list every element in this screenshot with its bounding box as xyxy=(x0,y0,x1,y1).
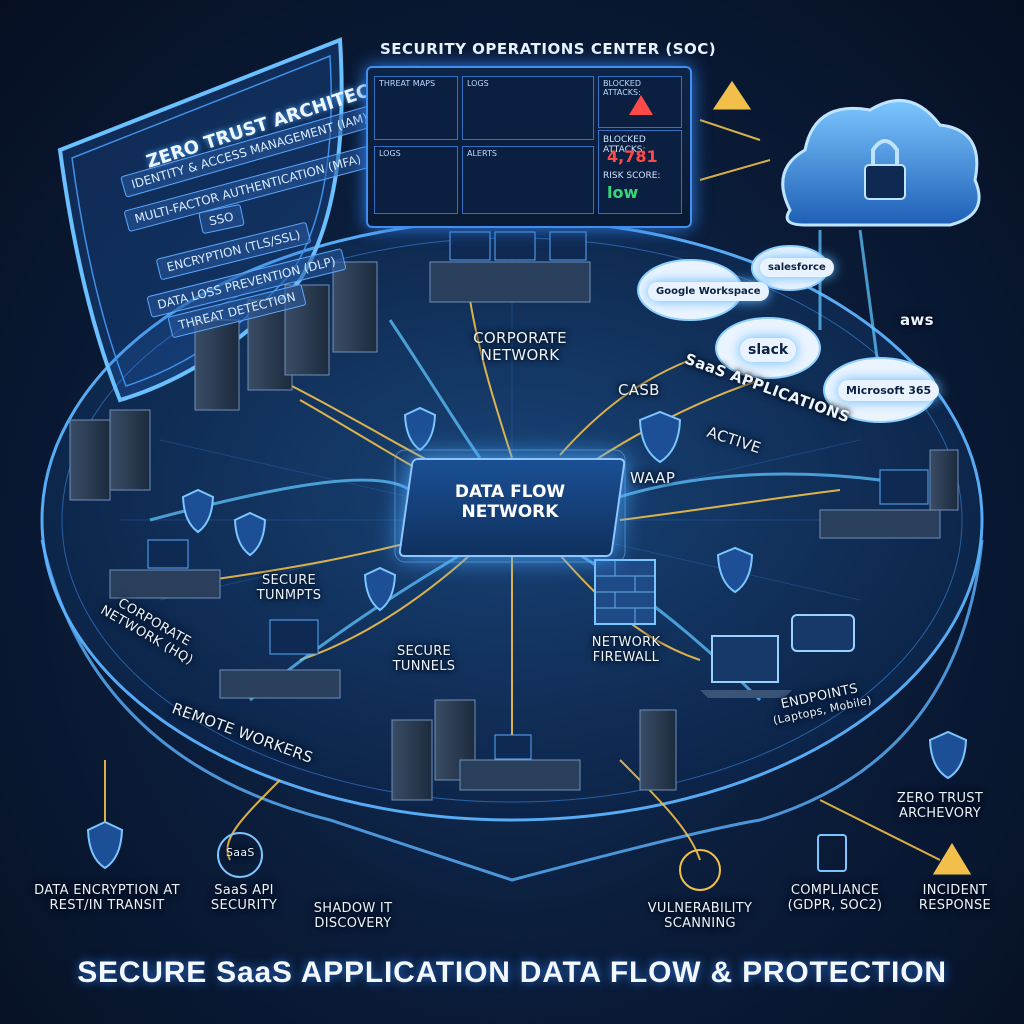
salesforce-chip: salesforce xyxy=(760,258,834,277)
logs-pane: LOGS xyxy=(374,146,458,214)
risk-value: low xyxy=(607,183,639,202)
workstations xyxy=(109,261,941,791)
secure-tunnels-label-1: SECURE TUNMPTS xyxy=(256,573,322,603)
microsoft-chip: Microsoft 365 xyxy=(838,380,940,401)
alerts-pane: ALERTS xyxy=(462,146,594,214)
alerts-label: ALERTS xyxy=(467,149,497,158)
center-line1: DATA FLOW xyxy=(454,482,566,502)
network-firewall-label: NETWORK FIREWALL xyxy=(591,635,661,665)
blocked-header-pane: BLOCKED ATTACKS: xyxy=(598,76,682,128)
cloud-lock-icon xyxy=(781,98,981,227)
waap-label: WAAP xyxy=(630,469,676,487)
zero-trust-archevory-label: ZERO TRUST ARCHEVORY xyxy=(896,791,984,821)
blocked-value: 4,781 xyxy=(607,147,658,166)
slack-chip: slack xyxy=(740,338,797,362)
server-racks-left xyxy=(69,261,959,801)
casb-label: CASB xyxy=(618,381,660,399)
alert-icon xyxy=(629,95,653,115)
warning-icons xyxy=(711,79,973,876)
blocked-label: BLOCKED ATTACKS: xyxy=(603,135,646,155)
secure-tunnels-label-2: SECURE TUNNELS xyxy=(392,644,456,674)
diagram-title: SECURE SaaS APPLICATION DATA FLOW & PROT… xyxy=(77,956,947,989)
data-flow-network-label: DATA FLOW NETWORK xyxy=(405,482,615,523)
monitors xyxy=(147,231,929,760)
logs-bottom-label: LOGS xyxy=(379,149,401,158)
shadow-it-label: SHADOW IT DISCOVERY xyxy=(313,901,393,931)
logs-top-label: LOGS xyxy=(467,79,489,88)
encryption-label: DATA ENCRYPTION AT REST/IN TRANSIT xyxy=(34,883,180,913)
center-line2: NETWORK xyxy=(461,502,559,523)
aws-label: aws xyxy=(900,311,934,329)
incident-label: INCIDENT RESPONSE xyxy=(918,883,992,913)
kpi-pane: BLOCKED ATTACKS: 4,781 RISK SCORE: low xyxy=(598,130,682,214)
soc-title: SECURITY OPERATIONS CENTER (SOC) xyxy=(380,40,717,58)
logs-map-pane: LOGS xyxy=(462,76,594,140)
soc-dashboard: THREAT MAPS LOGS BLOCKED ATTACKS: LOGS A… xyxy=(366,66,692,228)
risk-label: RISK SCORE: xyxy=(603,171,661,181)
saas-api-label: SaaS API SECURITY xyxy=(210,883,278,913)
endpoint-devices xyxy=(700,614,855,698)
shield-markers xyxy=(86,406,968,870)
bottom-icons xyxy=(217,832,847,891)
google-workspace-chip: Google Workspace xyxy=(648,282,769,301)
compliance-label: COMPLIANCE (GDPR, SOC2) xyxy=(787,883,883,913)
vulnerability-label: VULNERABILITY SCANNING xyxy=(647,901,753,931)
saas-badge: SaaS xyxy=(226,846,255,859)
threat-map-pane: THREAT MAPS xyxy=(374,76,458,140)
threat-map-label: THREAT MAPS xyxy=(379,79,436,88)
blocked-header-label: BLOCKED ATTACKS: xyxy=(603,79,642,97)
corporate-network-label: CORPORATE NETWORK xyxy=(473,329,567,365)
